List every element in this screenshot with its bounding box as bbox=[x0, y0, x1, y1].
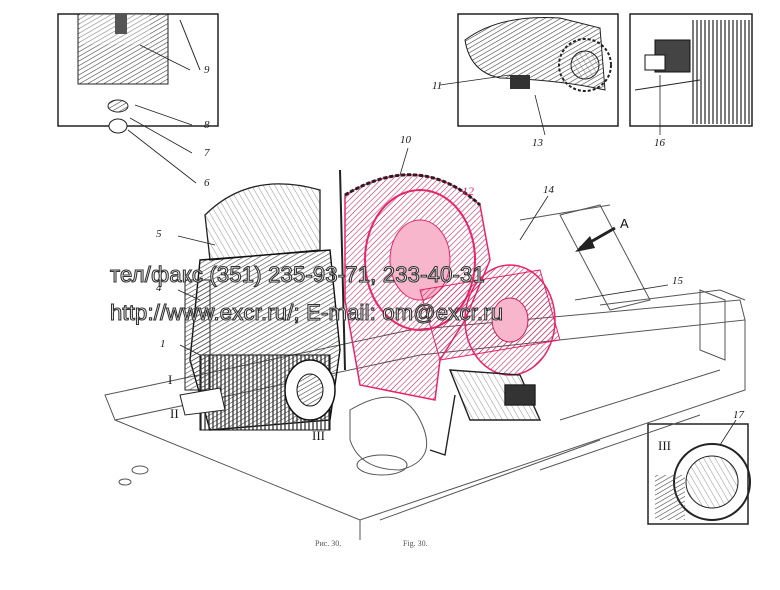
callout-7: 7 bbox=[204, 147, 210, 159]
caption-en: Fig. 30. bbox=[403, 539, 428, 548]
marker-III: III bbox=[312, 428, 325, 443]
watermark-contact: http://www.excr.ru/; E-mail: om@excr.ru bbox=[109, 299, 504, 325]
view-arrow bbox=[575, 226, 616, 252]
brake-linkage bbox=[429, 369, 542, 456]
callout-9: 9 bbox=[204, 64, 210, 76]
leader-lines bbox=[127, 44, 737, 446]
callout-10: 10 bbox=[400, 134, 411, 146]
caption-ru: Рис. 30. bbox=[315, 539, 342, 548]
callout-13: 13 bbox=[532, 137, 543, 149]
callout-1: 1 bbox=[160, 338, 166, 350]
callout-4: 4 bbox=[156, 282, 162, 294]
view-arrow-label: A bbox=[620, 216, 629, 231]
inset-top-left bbox=[57, 13, 219, 134]
marker-II: II bbox=[170, 406, 179, 421]
callout-15: 15 bbox=[672, 275, 683, 287]
callout-5: 5 bbox=[156, 228, 162, 240]
inset-bottom-right bbox=[647, 423, 751, 525]
callout-16: 16 bbox=[654, 137, 665, 149]
watermark-phone: тел/факс (351) 235-93-71, 233-40-31 bbox=[109, 261, 485, 287]
marker-III-inset: III bbox=[658, 438, 671, 453]
motor-assembly bbox=[179, 183, 341, 431]
callout-14: 14 bbox=[543, 184, 554, 196]
callout-6: 6 bbox=[204, 177, 210, 189]
callout-8: 8 bbox=[204, 119, 210, 131]
callout-17: 17 bbox=[733, 409, 744, 421]
callout-11: 11 bbox=[432, 80, 443, 92]
rope-loops bbox=[118, 396, 428, 486]
pink-drum bbox=[339, 169, 561, 401]
inset-top-right bbox=[629, 13, 753, 127]
marker-I: I bbox=[168, 372, 173, 387]
inset-top-middle bbox=[457, 13, 619, 127]
callout-12: 12 bbox=[462, 184, 474, 198]
